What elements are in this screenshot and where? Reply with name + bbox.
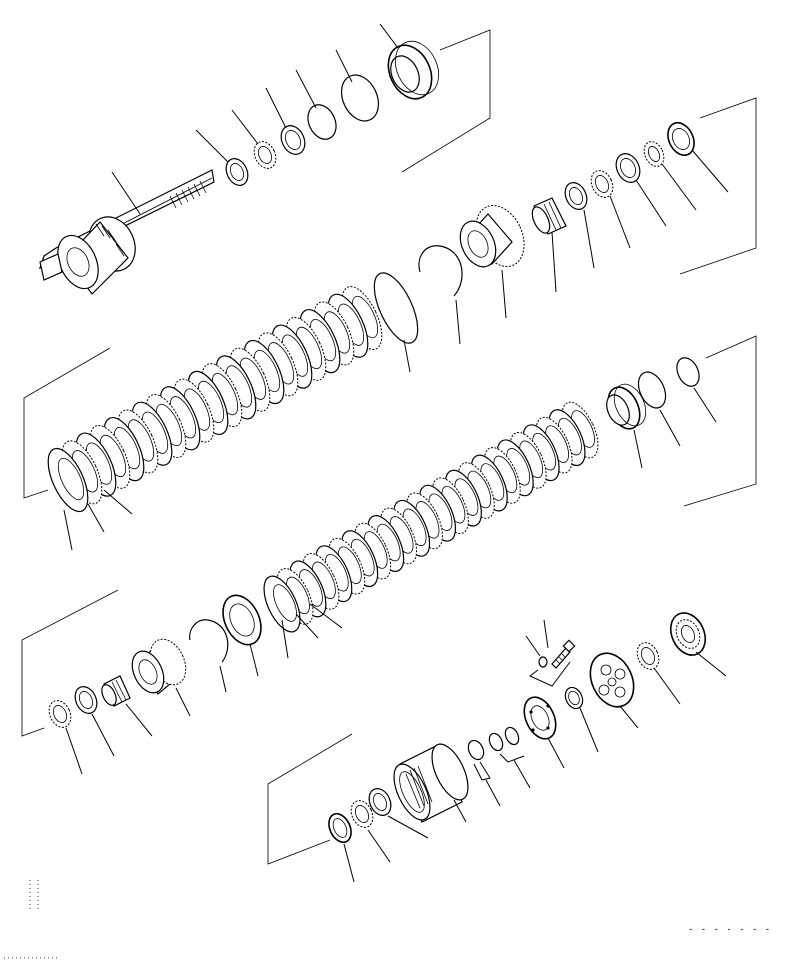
input-shaft — [40, 170, 214, 295]
shaft-bearing — [380, 34, 447, 106]
shaft-washer-3 — [277, 122, 310, 158]
lock-washer — [539, 657, 547, 667]
shaft-snap-ring — [334, 69, 385, 127]
gear-washer-3 — [612, 150, 645, 186]
sleeve-washer-1 — [365, 785, 395, 819]
bolt — [552, 640, 575, 668]
sleeve-washer-2 — [347, 797, 377, 831]
gear-washer-4 — [640, 138, 667, 169]
gear-washer-1 — [561, 179, 591, 213]
group-bracket-lower-left — [22, 590, 118, 736]
clutch-lower-disc — [257, 571, 308, 637]
shaft-washer-2 — [250, 138, 280, 172]
leader-lines-clutch-lower — [282, 388, 716, 658]
small-oring-1 — [465, 738, 486, 762]
planet-carrier — [582, 646, 642, 714]
spur-gear — [453, 198, 533, 275]
clutch-lower-disc-bore — [269, 581, 302, 624]
clutch-snap-ring-upper — [419, 246, 462, 296]
leader-lines-bearing — [526, 620, 726, 768]
group-bracket-clutch-right — [684, 336, 756, 506]
group-bracket-sleeve — [268, 734, 352, 864]
drawing-reference-code: - - - - - - - — [688, 925, 772, 935]
sleeve-seal-ring — [325, 810, 356, 846]
needle-bearing-upper — [529, 198, 566, 236]
shaft-oring — [303, 100, 342, 144]
small-oring-3 — [503, 725, 521, 746]
small-oring-2 — [487, 731, 505, 752]
snap-ring-right — [562, 685, 586, 712]
roller-bearing-small — [633, 639, 663, 673]
leader-lines-sleeve — [344, 754, 530, 882]
leader-lines-gear — [502, 150, 728, 318]
group-bracket-input-shaft — [402, 30, 490, 172]
gear-seal-ring — [663, 119, 699, 160]
gear-washer-2 — [587, 167, 617, 201]
snap-ring-lower-left — [190, 620, 228, 662]
clutch-end-plate-upper — [365, 267, 426, 349]
drum-sleeve — [387, 739, 476, 825]
washer-lower-left-1 — [71, 683, 101, 717]
leader-lines-top — [112, 24, 398, 214]
piston-ring-lower — [602, 379, 652, 434]
oring-lower-2 — [673, 354, 704, 390]
leader-lines-clutch-upper — [64, 300, 460, 550]
clutch-retainer-plate — [216, 589, 269, 650]
leader-lines-lower-left — [66, 644, 258, 774]
ball-bearing-large — [664, 607, 712, 660]
clutch-upper-disc-bore — [53, 455, 89, 503]
corner-marks — [4, 880, 60, 958]
carrier-flange — [518, 692, 562, 744]
group-bracket-gear-right — [680, 98, 756, 274]
needle-bearing-lower — [99, 676, 130, 708]
oring-lower-1 — [633, 368, 671, 413]
clutch-pack-lower — [257, 397, 606, 637]
washer-lower-left-2 — [45, 697, 75, 731]
clutch-pack-upper — [40, 281, 390, 517]
group-bracket-clutch-upper — [24, 348, 110, 498]
shaft-washer-1 — [222, 155, 252, 189]
hub-gear-lower — [126, 633, 193, 697]
